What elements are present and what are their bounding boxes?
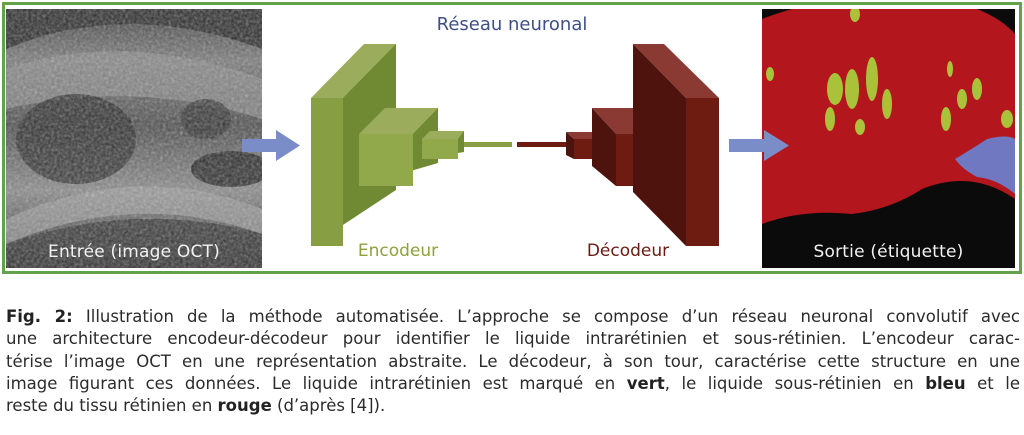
output-label: Sortie (étiquette) [813,242,964,262]
encoder-layer-3 [422,131,464,159]
caption-line-5: reste du tissu rétinien en rouge (d’aprè… [6,395,1020,417]
caption-text: , le liquide sous-rétinien en [664,373,926,393]
encoder-layer-1 [311,44,396,246]
caption-line-1: Fig. 2: Illustration de la méthode autom… [6,306,1020,328]
figure-reference: Fig. 2: [6,307,73,326]
caption-text: image figurant ces données. Le liquide i… [6,373,627,393]
caption-text: et le [965,373,1020,393]
output-arrow-icon [729,130,789,161]
encoder-label: Encodeur [357,241,439,261]
figure-frame [2,2,1022,274]
caption-text: reste du tissu rétinien en [6,396,218,416]
network-title: Réseau neuronal [436,14,588,35]
caption-line-4: image figurant ces données. Le liquide i… [6,373,1020,395]
caption-line-2: une architecture encodeur-décodeur pour … [6,329,1020,349]
figure-caption: Fig. 2: Illustration de la méthode autom… [6,306,1020,417]
input-arrow-icon [242,130,300,161]
encoder-layer-2 [359,108,438,186]
caption-bold-red: rouge [217,396,272,416]
encoder-bottleneck-line [464,142,512,147]
caption-text: Illustration de la méthode automatisée. … [72,307,1020,326]
decoder-label: Décodeur [586,241,670,261]
segmentation-output-image: Sortie (étiquette) [762,9,1015,268]
oct-scan-graphic [6,9,262,268]
segmentation-graphic [762,9,1015,268]
caption-text: (d’après [4]). [271,396,386,416]
encoder-decoder-diagram [242,44,789,246]
caption-bold-green: vert [626,373,665,393]
decoder-layer-3 [633,44,719,246]
decoder-bottleneck-line [517,142,567,147]
caption-bold-blue: bleu [925,373,966,393]
caption-line-3: térise l’image OCT en une représentation… [6,351,1020,371]
oct-input-image: Entrée (image OCT) [6,9,262,268]
input-label: Entrée (image OCT) [48,242,220,262]
